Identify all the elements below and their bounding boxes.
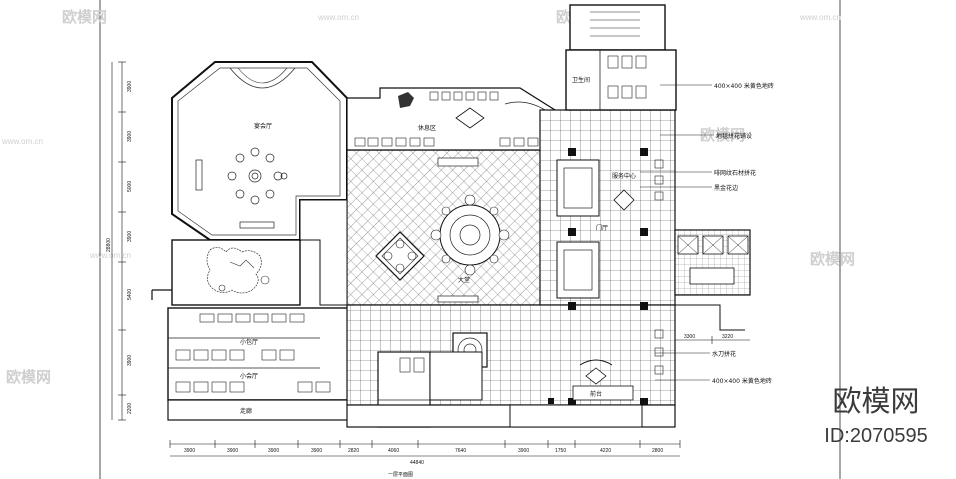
watermark-url: www.om.cn: [89, 251, 131, 260]
room-label-corridor: 走廊: [240, 407, 252, 415]
dim-left-2: 3900: [127, 131, 133, 142]
dim-bottom-7: 7640: [455, 448, 466, 454]
room-label-lobby: 大堂: [458, 276, 470, 284]
banquet-hall: 宴会厅: [171, 61, 348, 241]
dim-bottom-1: 3900: [184, 448, 195, 454]
dim-right-2: 3220: [722, 334, 733, 340]
room-label-hall: 门厅: [596, 224, 608, 232]
lounge: 休息区: [346, 87, 561, 151]
room-label-private-room-1: 小包厅: [240, 338, 258, 346]
garden-area: [151, 239, 301, 306]
annotation-waterjet: 水刀拼花: [712, 350, 736, 358]
watermark-url: www.om.cn: [799, 13, 841, 22]
dimension-left-labels: 3900 3900 5000 3900 5400 3900 2200 28800: [106, 81, 133, 414]
room-label-private-room-2: 小会厅: [240, 372, 258, 380]
room-label-service-center: 服务中心: [612, 172, 636, 180]
dim-bottom-6: 4060: [388, 448, 399, 454]
dim-right-1: 3300: [684, 334, 695, 340]
dim-bottom-10: 4220: [600, 448, 611, 454]
dim-bottom-4: 3900: [311, 448, 322, 454]
dimension-left: [111, 61, 126, 421]
annotation-floor-tile-2: 400×400 米黄色地砖: [712, 377, 772, 385]
dim-left-6: 3900: [127, 355, 133, 366]
dim-left-3: 5000: [127, 181, 133, 192]
dim-left-7: 2200: [127, 403, 133, 414]
watermark-text: 欧模网: [6, 368, 51, 386]
dim-bottom-5: 2820: [348, 448, 359, 454]
dim-bottom-2: 3900: [227, 448, 238, 454]
annotation-marble-border: 黑金花边: [714, 184, 738, 192]
dim-bottom-8: 3900: [518, 448, 529, 454]
watermark-text: 欧模网: [810, 250, 855, 268]
annotations: 400×400 米黄色地砖 地毯拼花铺设 啡网纹石材拼花 黑金花边 水刀拼花 4…: [596, 82, 774, 385]
watermark-url: www.om.cn: [317, 13, 359, 22]
restroom: 卫生间: [565, 4, 677, 111]
dim-bottom-9: 1750: [555, 448, 566, 454]
annotation-carpet: 地毯拼花铺设: [716, 132, 752, 140]
elevator-area: [674, 229, 751, 331]
watermark-text: 欧模网: [62, 8, 107, 26]
annotation-floor-tile: 400×400 米黄色地砖: [714, 82, 774, 90]
private-rooms: 小包厅 小会厅 走廊: [167, 307, 349, 421]
watermark-text: 欧模网: [700, 126, 745, 144]
dim-left-1: 3900: [127, 81, 133, 92]
room-label-front-desk: 前台: [590, 390, 602, 398]
dimension-bottom: [169, 440, 681, 457]
dim-bottom-total: 44840: [410, 460, 424, 466]
dim-bottom-3: 3900: [268, 448, 279, 454]
annotation-stone-inlay: 啡网纹石材拼花: [714, 169, 756, 177]
dimension-bottom-labels: 3900 3900 3900 3900 2820 4060 7640 3900 …: [184, 448, 663, 466]
dim-bottom-11: 2800: [652, 448, 663, 454]
dim-left-4: 3900: [127, 231, 133, 242]
drawing-title: 一层平面图: [388, 472, 413, 478]
room-label-lounge: 休息区: [418, 124, 436, 132]
room-label-banquet-hall: 宴会厅: [254, 122, 272, 130]
watermark-url: www.om.cn: [1, 137, 43, 146]
room-label-restroom: 卫生间: [572, 76, 590, 84]
brand-id: ID:2070595: [824, 425, 928, 447]
dimension-right: 3300 3220: [675, 334, 750, 344]
lobby: 大堂: [299, 149, 561, 306]
dim-left-5: 5400: [127, 289, 133, 300]
dim-left-total: 28800: [106, 238, 112, 252]
brand-logo-text: 欧模网: [832, 384, 920, 418]
